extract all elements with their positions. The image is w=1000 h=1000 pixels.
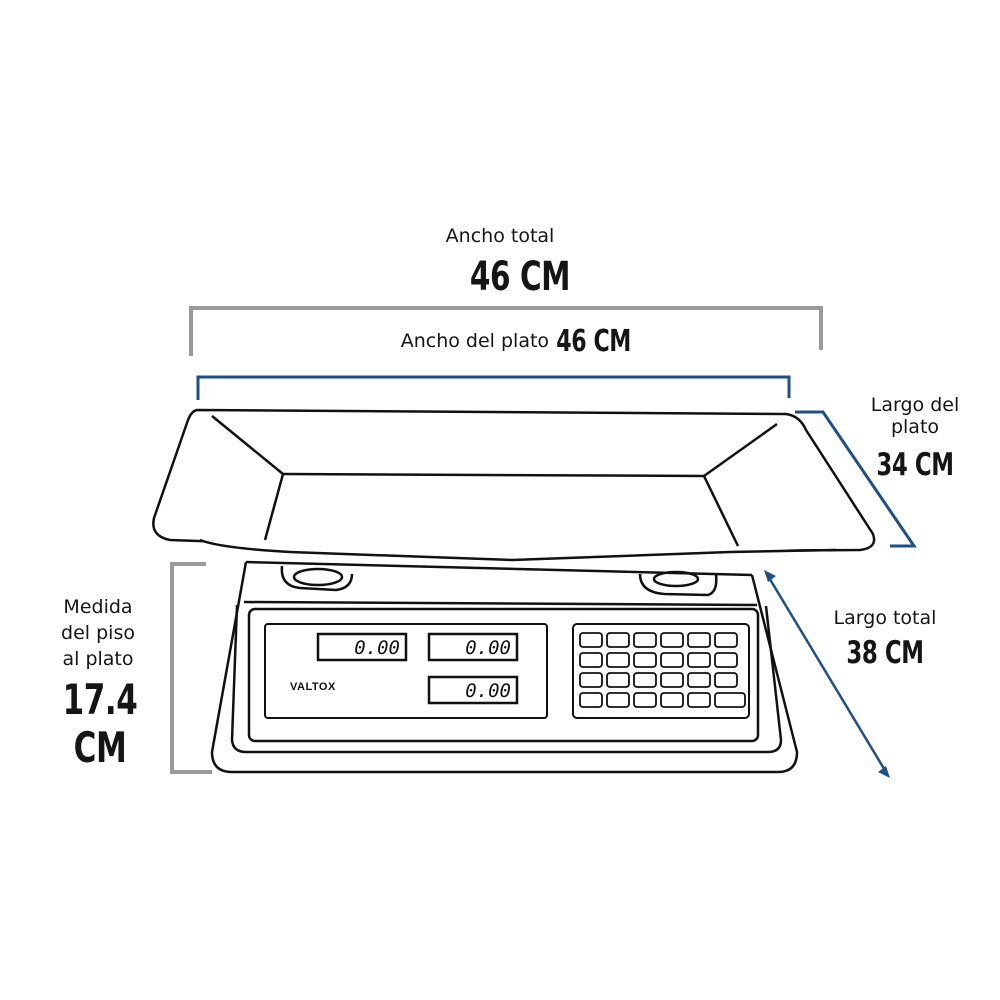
keypad-key: [660, 652, 684, 668]
plate-tray: [152, 408, 876, 562]
plate-width-bracket: [196, 375, 791, 400]
keypad-key: [633, 692, 657, 708]
plate-length-label-line1: Largo del: [870, 394, 960, 416]
plate-length-bracket: [795, 410, 917, 548]
keypad-key: [660, 692, 684, 708]
keypad-key: [579, 632, 603, 648]
display-1-value: 0.00: [354, 637, 400, 659]
plate-width-annotation: Ancho del plato 46 CM: [370, 324, 670, 360]
keypad-key: [579, 652, 603, 668]
plate-length-label: Largo del plato: [855, 394, 975, 439]
keypad-key: [660, 672, 684, 688]
total-width-value: 46 CM: [469, 254, 571, 300]
floor-to-plate-bracket: [170, 562, 212, 774]
floor-to-plate-label-line1: Medida: [63, 596, 133, 618]
total-length-value: 38 CM: [846, 635, 924, 671]
keypad-key: [687, 672, 711, 688]
total-width-label: Ancho total: [445, 225, 555, 247]
display-2: 0.00: [427, 632, 519, 662]
keypad-key: [687, 632, 711, 648]
floor-to-plate-label-line3: al plato: [62, 648, 134, 670]
keypad-key: [579, 692, 603, 708]
floor-to-plate-label-line2: del piso: [61, 622, 135, 644]
total-width-bracket: [189, 306, 823, 356]
keypad-key: [714, 672, 738, 688]
keypad-key: [633, 672, 657, 688]
keypad-key: [633, 652, 657, 668]
plate-length-value: 34 CM: [876, 447, 954, 483]
keypad-key: [606, 632, 630, 648]
brand-logo: VALTOX: [290, 681, 336, 693]
keypad-key: [714, 632, 738, 648]
plate-length-label-line2: plato: [890, 415, 940, 438]
keypad-key: [714, 692, 746, 708]
floor-to-plate-label: Medida del piso al plato: [38, 594, 158, 672]
total-length-arrow: [764, 570, 890, 778]
scale-body: [210, 560, 799, 774]
keypad-key: [606, 692, 630, 708]
keypad-key: [606, 652, 630, 668]
display-2-value: 0.00: [465, 637, 511, 659]
keypad-key: [606, 672, 630, 688]
display-3: 0.00: [427, 675, 519, 705]
plate-width-label: Ancho del plato: [400, 330, 550, 353]
keypad-key: [687, 652, 711, 668]
display-1: 0.00: [316, 632, 408, 662]
keypad-key: [579, 672, 603, 688]
display-3-value: 0.00: [465, 680, 511, 702]
keypad-key: [633, 632, 657, 648]
total-length-label: Largo total: [833, 607, 937, 629]
keypad-key: [660, 632, 684, 648]
keypad: [579, 632, 746, 708]
keypad-key: [714, 652, 738, 668]
floor-to-plate-value: 17.4 CM: [62, 675, 138, 773]
keypad-key: [687, 692, 711, 708]
plate-width-value: 46 CM: [556, 324, 632, 359]
